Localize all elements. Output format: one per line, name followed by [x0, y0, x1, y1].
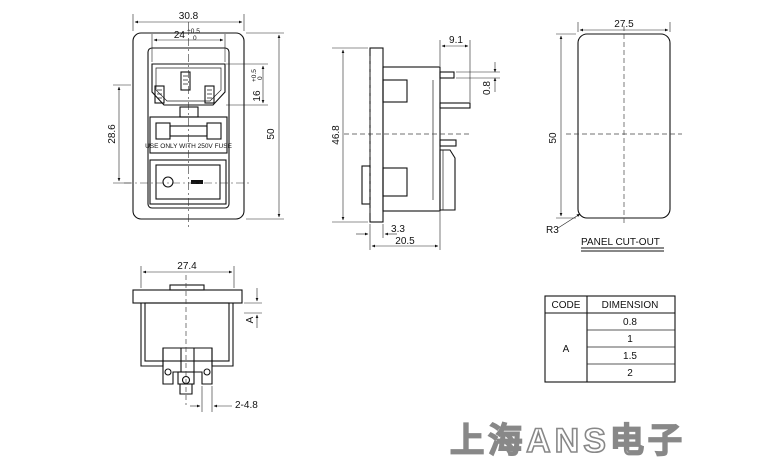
bottom-flange [132, 289, 243, 304]
cutout-radius-dim: R3 [546, 225, 559, 236]
switch-off-symbol [162, 176, 174, 188]
flange-dim: 3.3 [391, 224, 405, 235]
dimension-table: CODE DIMENSION A 0.8 1 1.5 2 [544, 295, 676, 383]
terminal-mid-1 [439, 102, 471, 109]
fuse-clip-right [206, 122, 222, 140]
fuse-clip-left [155, 122, 171, 140]
bottom-switch-cap [169, 284, 205, 291]
bottom-view: 27.4 A 2-4.8 [132, 261, 262, 412]
side-snap-tab [361, 165, 371, 205]
rocker-switch-button [155, 164, 221, 200]
cutout-title: PANEL CUT-OUT [581, 237, 660, 248]
front-view: USE ONLY WITH 250V FUSE 30.8 24 +0.5 0 5… [107, 11, 284, 228]
front-inner-width-dim: 24 [174, 30, 186, 41]
inlet-pin-right [204, 85, 215, 104]
cutout-width-dim: 27.5 [614, 19, 634, 30]
side-block-upper [382, 79, 408, 103]
bottom-body-inner [144, 302, 230, 362]
switch-on-symbol [191, 180, 203, 184]
pin-width-dim: 2-4.8 [235, 400, 258, 411]
front-inner-frame [147, 47, 230, 209]
fuse-drawer-tab [179, 106, 199, 118]
terminal-top [439, 71, 455, 79]
fuse-label: USE ONLY WITH 250V FUSE [145, 143, 232, 150]
inlet-height-dim: 16 [252, 90, 263, 102]
bottom-width-dim: 27.4 [177, 261, 197, 272]
inlet-height-tol-minus: 0 [257, 76, 264, 80]
left-height-dim: 28.6 [107, 124, 118, 144]
table-value-cell: 1.5 [623, 351, 637, 362]
front-width-dim: 30.8 [179, 11, 199, 22]
bottom-terminal-right [193, 348, 213, 385]
bottom-terminal-tab [179, 384, 193, 395]
side-depth-dim: 20.5 [395, 236, 415, 247]
table-value-cell: 1 [627, 334, 633, 345]
iec-inlet-inner [155, 67, 222, 102]
inlet-pin-top [180, 71, 191, 91]
side-top-dim: 9.1 [449, 35, 463, 46]
terminal-mid-2 [439, 139, 457, 147]
bottom-terminal-left [162, 348, 182, 385]
bottom-body [140, 303, 234, 367]
table-border [544, 295, 676, 383]
iec-inlet-outline [151, 63, 226, 106]
bottom-a-dim: A [245, 316, 256, 323]
inner-width-tol-minus: 0 [193, 35, 197, 42]
table-value-cell: 0.8 [623, 317, 637, 328]
table-header-dimension: DIMENSION [602, 300, 659, 311]
rocker-switch-frame [149, 159, 227, 205]
side-flange [369, 47, 384, 223]
terminal-lower [439, 149, 456, 211]
inlet-height-tol-plus: +0.5 [251, 69, 258, 82]
side-body [382, 66, 441, 212]
watermark: 上海ANS电子 [450, 422, 686, 460]
inlet-pin-left [154, 85, 165, 104]
side-block-lower [382, 167, 408, 197]
table-header-code: CODE [552, 300, 581, 311]
side-height-dim: 46.8 [331, 125, 342, 145]
pin-thickness-dim: 0.8 [482, 81, 493, 95]
table-code-cell: A [563, 344, 570, 355]
side-view: 9.1 0.8 46.8 3.3 20.5 [331, 35, 500, 250]
inner-width-tol-plus: +0.5 [187, 28, 200, 35]
front-height-dim: 50 [266, 128, 277, 140]
table-value-cell: 2 [627, 368, 633, 379]
cutout-height-dim: 50 [548, 132, 559, 144]
panel-cutout-view: 27.5 50 R3 PANEL CUT-OUT [546, 19, 682, 252]
